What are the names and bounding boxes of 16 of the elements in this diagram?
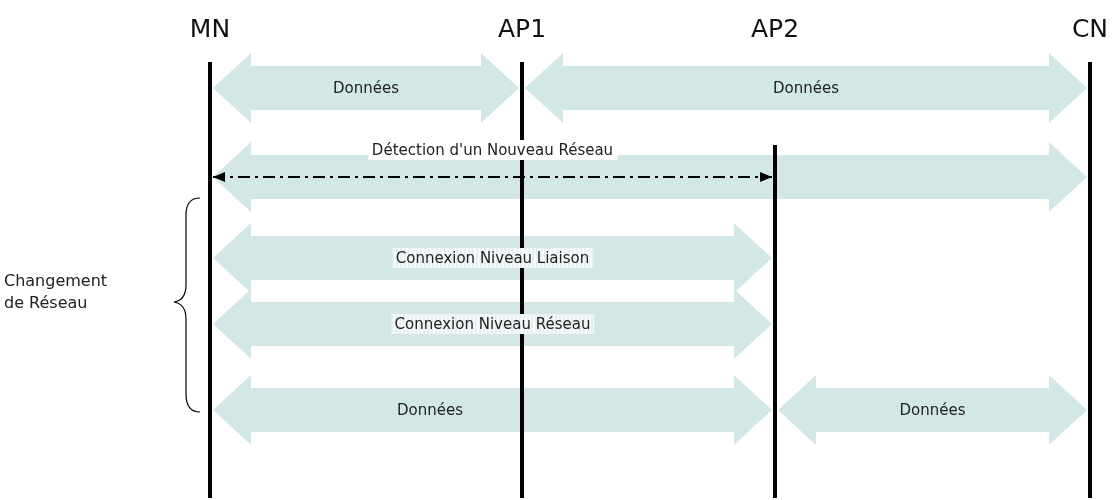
double-arrow: [213, 53, 519, 123]
double-arrow: [213, 375, 772, 445]
lifeline-label: AP2: [750, 14, 800, 43]
lifeline-label: CN: [1071, 14, 1109, 43]
edge-label: Connexion Niveau Réseau: [390, 314, 595, 334]
edge-label: Connexion Niveau Liaison: [391, 248, 594, 268]
double-arrow: [213, 289, 772, 359]
edge-label: Détection d'un Nouveau Réseau: [367, 140, 618, 160]
bracket-label: Changement de Réseau: [4, 270, 109, 314]
lifeline-label: AP1: [497, 14, 547, 43]
lifeline-label: MN: [189, 14, 231, 43]
double-arrow: [213, 142, 1087, 212]
double-arrow: [213, 223, 772, 293]
double-arrow: [778, 375, 1087, 445]
double-arrow: [525, 53, 1087, 123]
dash-dot-arrow: [212, 172, 773, 182]
